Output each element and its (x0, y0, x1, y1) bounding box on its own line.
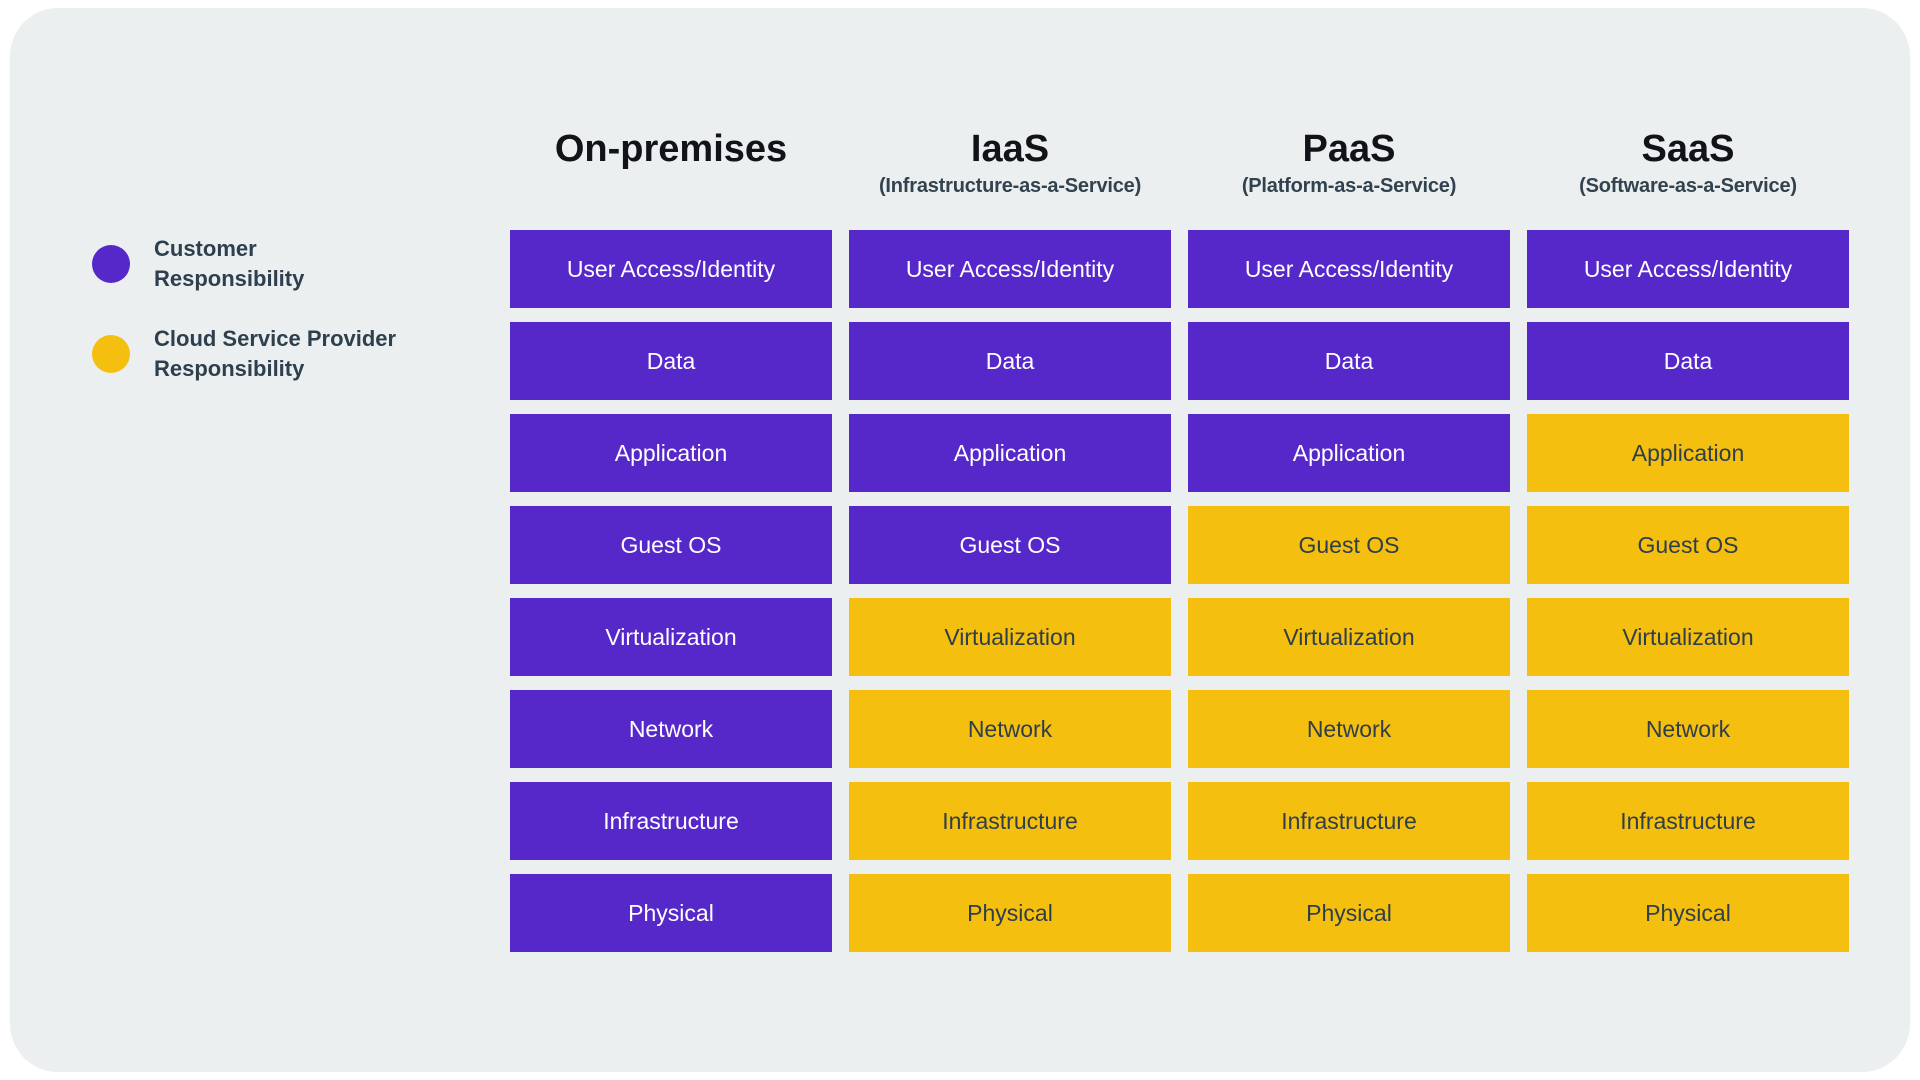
cell-on-premises-user-access-identity: User Access/Identity (510, 230, 832, 308)
column-header: IaaS (Infrastructure-as-a-Service) (849, 126, 1171, 230)
cell-paas-network: Network (1188, 690, 1510, 768)
cell-saas-data: Data (1527, 322, 1849, 400)
cell-paas-virtualization: Virtualization (1188, 598, 1510, 676)
column-title: On-premises (554, 128, 788, 170)
column-subtitle: (Platform-as-a-Service) (1241, 175, 1457, 197)
cell-iaas-guest-os: Guest OS (849, 506, 1171, 584)
cell-paas-physical: Physical (1188, 874, 1510, 952)
legend-label: Customer Responsibility (154, 236, 305, 291)
cell-iaas-data: Data (849, 322, 1171, 400)
cell-iaas-network: Network (849, 690, 1171, 768)
column-subtitle: (Infrastructure-as-a-Service) (878, 175, 1142, 197)
column-iaas: IaaS (Infrastructure-as-a-Service) User … (849, 126, 1171, 952)
column-subtitle: (Software-as-a-Service) (1579, 175, 1797, 197)
cell-on-premises-network: Network (510, 690, 832, 768)
cell-paas-user-access-identity: User Access/Identity (1188, 230, 1510, 308)
legend-item-provider: Cloud Service Provider Responsibility (92, 324, 422, 384)
cell-iaas-infrastructure: Infrastructure (849, 782, 1171, 860)
legend-label: Cloud Service Provider Responsibility (154, 326, 397, 381)
legend-item-customer: Customer Responsibility (92, 234, 422, 294)
column-header: On-premises (510, 126, 832, 230)
cell-saas-network: Network (1527, 690, 1849, 768)
cell-on-premises-application: Application (510, 414, 832, 492)
cell-iaas-application: Application (849, 414, 1171, 492)
legend-dot-provider-icon (92, 335, 130, 373)
cell-saas-physical: Physical (1527, 874, 1849, 952)
column-title: SaaS (1641, 128, 1735, 170)
cell-on-premises-data: Data (510, 322, 832, 400)
shared-responsibility-card: Customer Responsibility Cloud Service Pr… (10, 8, 1910, 1072)
legend-dot-customer-icon (92, 245, 130, 283)
column-header: PaaS (Platform-as-a-Service) (1188, 126, 1510, 230)
cell-saas-infrastructure: Infrastructure (1527, 782, 1849, 860)
cell-iaas-physical: Physical (849, 874, 1171, 952)
cell-paas-application: Application (1188, 414, 1510, 492)
cell-on-premises-virtualization: Virtualization (510, 598, 832, 676)
column-title: PaaS (1302, 128, 1396, 170)
cell-saas-user-access-identity: User Access/Identity (1527, 230, 1849, 308)
column-header: SaaS (Software-as-a-Service) (1527, 126, 1849, 230)
cell-paas-infrastructure: Infrastructure (1188, 782, 1510, 860)
cell-on-premises-physical: Physical (510, 874, 832, 952)
cell-paas-guest-os: Guest OS (1188, 506, 1510, 584)
cell-on-premises-infrastructure: Infrastructure (510, 782, 832, 860)
cell-iaas-virtualization: Virtualization (849, 598, 1171, 676)
legend: Customer Responsibility Cloud Service Pr… (92, 234, 422, 384)
cell-iaas-user-access-identity: User Access/Identity (849, 230, 1171, 308)
cell-on-premises-guest-os: Guest OS (510, 506, 832, 584)
cell-saas-guest-os: Guest OS (1527, 506, 1849, 584)
column-saas: SaaS (Software-as-a-Service) User Access… (1527, 126, 1849, 952)
column-paas: PaaS (Platform-as-a-Service) User Access… (1188, 126, 1510, 952)
cell-saas-virtualization: Virtualization (1527, 598, 1849, 676)
column-title: IaaS (970, 128, 1050, 170)
cell-saas-application: Application (1527, 414, 1849, 492)
cell-paas-data: Data (1188, 322, 1510, 400)
